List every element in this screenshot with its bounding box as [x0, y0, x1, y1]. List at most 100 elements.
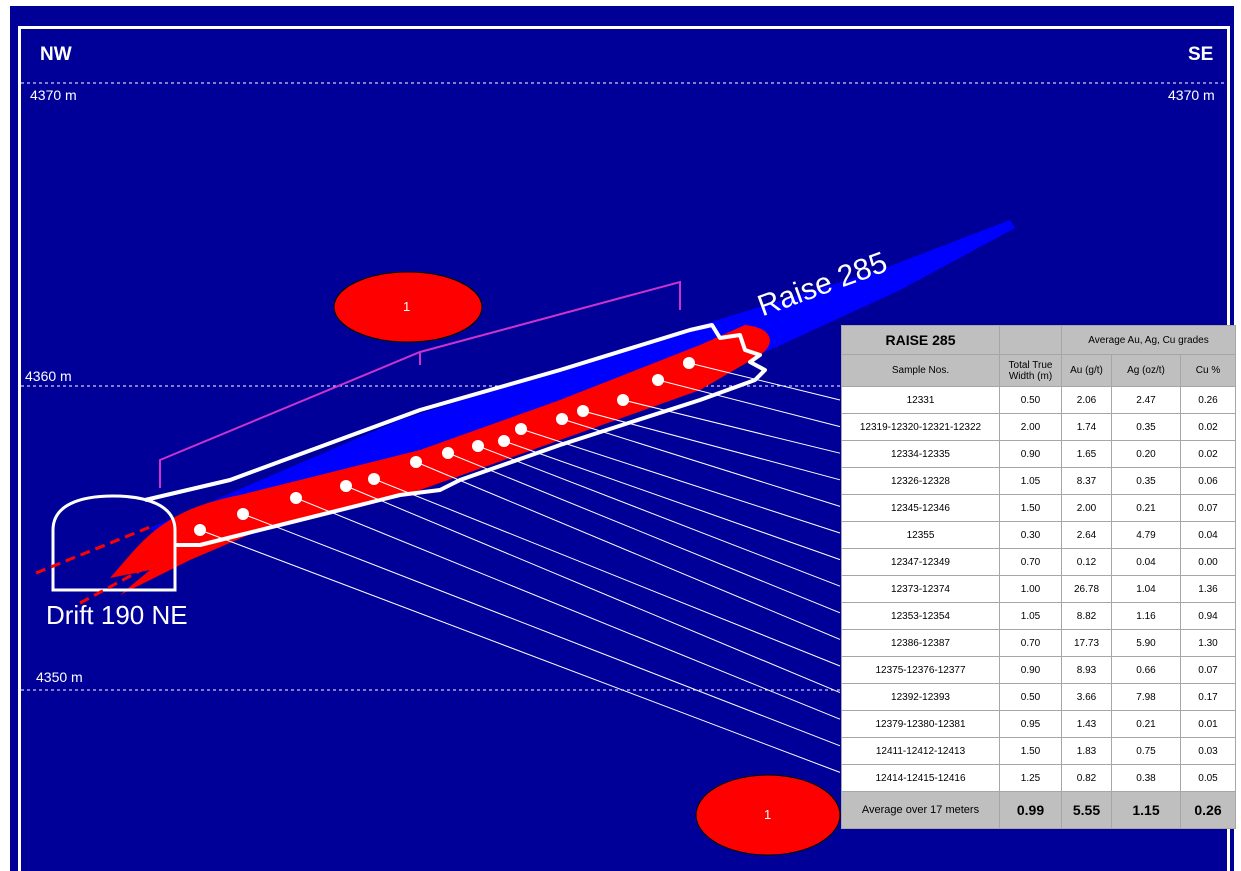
cell-true-width: 0.90 [999, 440, 1062, 468]
sample-point [683, 357, 695, 369]
sample-point [194, 524, 206, 536]
sample-points [194, 357, 841, 773]
cell-sample-nos: 12375-12376-12377 [841, 656, 1000, 684]
cell-au: 1.43 [1061, 710, 1112, 738]
cell-true-width: 0.90 [999, 656, 1062, 684]
cell-true-width: 1.00 [999, 575, 1062, 603]
cell-cu: 0.03 [1179, 737, 1237, 765]
interval-bracket [159, 280, 681, 488]
cell-sample-nos: 12345-12346 [841, 494, 1000, 522]
cell-ag: 0.20 [1111, 440, 1181, 468]
cell-au: 1.83 [1061, 737, 1112, 765]
cell-au: 8.82 [1061, 602, 1112, 630]
sample-leader-line [561, 418, 841, 507]
sample-leader-line [622, 399, 841, 454]
cell-cu: 1.30 [1179, 629, 1237, 657]
sample-point [556, 413, 568, 425]
drift-dashed-line-upper [35, 525, 151, 575]
cell-cu: 0.07 [1179, 656, 1237, 684]
cell-au: 3.66 [1061, 683, 1112, 711]
sample-leader-line [415, 461, 841, 640]
cell-cu: 0.06 [1179, 467, 1237, 495]
cell-true-width: 1.05 [999, 467, 1062, 495]
cell-true-width: 1.50 [999, 737, 1062, 765]
cell-au: 2.06 [1061, 386, 1112, 414]
cell-ag: 0.35 [1111, 467, 1181, 495]
cell-cu: 0.17 [1179, 683, 1237, 711]
cell-cu: 0.02 [1179, 413, 1237, 441]
cell-sample-nos: 12355 [841, 521, 1000, 549]
cell-au: 0.82 [1061, 764, 1112, 792]
callout-ellipse-lower [695, 774, 841, 856]
elevation-label-top-right: 4370 m [1168, 87, 1215, 103]
cell-sample-nos: 12392-12393 [841, 683, 1000, 711]
cell-sample-nos: 12379-12380-12381 [841, 710, 1000, 738]
average-value: 0.26 [1179, 791, 1237, 829]
sample-point [290, 492, 302, 504]
cell-au: 17.73 [1061, 629, 1112, 657]
cell-true-width: 0.70 [999, 629, 1062, 657]
cell-ag: 0.38 [1111, 764, 1181, 792]
stope-outline [144, 323, 767, 547]
cell-ag: 0.21 [1111, 710, 1181, 738]
table-group-header: Average Au, Ag, Cu grades [1060, 325, 1237, 355]
direction-nw: NW [40, 44, 72, 65]
sample-leader-line [345, 485, 841, 694]
vein-shape [110, 325, 770, 595]
drift-label: Drift 190 NE [46, 600, 188, 630]
cell-sample-nos: 12331 [841, 386, 1000, 414]
cell-ag: 5.90 [1111, 629, 1181, 657]
cell-sample-nos: 12386-12387 [841, 629, 1000, 657]
cell-cu: 0.26 [1179, 386, 1237, 414]
cell-true-width: 1.25 [999, 764, 1062, 792]
sample-point [410, 456, 422, 468]
cell-sample-nos: 12411-12412-12413 [841, 737, 1000, 765]
sample-point [368, 473, 380, 485]
sample-leader-line [688, 362, 841, 401]
cell-cu: 0.04 [1179, 521, 1237, 549]
column-header-ag: Ag (oz/t) [1111, 354, 1181, 387]
cell-ag: 0.75 [1111, 737, 1181, 765]
cell-au: 26.78 [1061, 575, 1112, 603]
sample-point [442, 447, 454, 459]
callout-number-upper: 1 [403, 299, 411, 314]
cell-au: 1.65 [1061, 440, 1112, 468]
sample-leader-line [657, 379, 841, 428]
average-label: Average over 17 meters [841, 791, 1000, 829]
column-header-cu: Cu % [1179, 354, 1237, 387]
cell-au: 8.93 [1061, 656, 1112, 684]
cell-sample-nos: 12326-12328 [841, 467, 1000, 495]
cell-au: 8.37 [1061, 467, 1112, 495]
average-value: 0.99 [999, 791, 1062, 829]
cell-sample-nos: 12414-12415-12416 [841, 764, 1000, 792]
direction-se: SE [1188, 44, 1214, 65]
cell-ag: 0.35 [1111, 413, 1181, 441]
cell-true-width: 0.70 [999, 548, 1062, 576]
column-header-sample: Sample Nos. [841, 354, 1000, 387]
cell-true-width: 0.30 [999, 521, 1062, 549]
column-header-width: Total True Width (m) [999, 354, 1062, 387]
cell-au: 1.74 [1061, 413, 1112, 441]
cell-sample-nos: 12353-12354 [841, 602, 1000, 630]
cell-ag: 0.66 [1111, 656, 1181, 684]
cell-true-width: 2.00 [999, 413, 1062, 441]
callout-number-lower: 1 [764, 807, 772, 822]
elevation-label-top-left: 4370 m [30, 87, 77, 103]
cell-ag: 0.04 [1111, 548, 1181, 576]
cell-sample-nos: 12373-12374 [841, 575, 1000, 603]
sample-leader-line [582, 410, 841, 481]
cell-ag: 4.79 [1111, 521, 1181, 549]
cell-true-width: 1.50 [999, 494, 1062, 522]
cell-cu: 0.02 [1179, 440, 1237, 468]
